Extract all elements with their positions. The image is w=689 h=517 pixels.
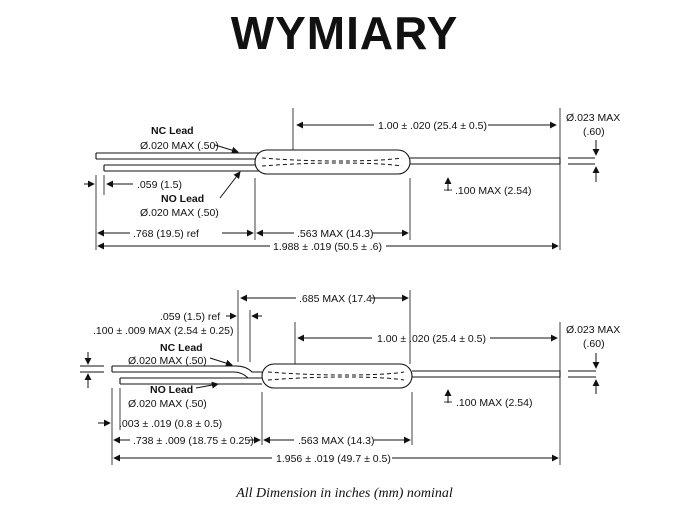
bottom-nc-dia-label: Ø.020 MAX (.50) (128, 355, 207, 367)
top-nc-lead-label: NC Lead (151, 125, 194, 137)
top-dia-line2: (.60) (583, 126, 605, 138)
bottom-drawing: .685 MAX (17.4) .059 (1.5) ref 1.00 ± .0… (80, 290, 620, 465)
top-offset-dim: .059 (1.5) (137, 179, 182, 191)
bottom-bend-offset-dim: .059 (1.5) ref (160, 311, 220, 323)
top-total-dim: 1.988 ± .019 (50.5 ± .6) (273, 241, 382, 253)
footer-note: All Dimension in inches (mm) nominal (236, 486, 453, 501)
bottom-no-lead-label: NO Lead (150, 384, 193, 396)
top-no-lead-label: NO Lead (161, 193, 204, 205)
bottom-cap-pos-dim: .685 MAX (17.4) (299, 293, 375, 305)
page-title: WYMIARY (230, 7, 459, 59)
top-nc-dia-label: Ø.020 MAX (.50) (140, 140, 219, 152)
bottom-nc-lead-label: NC Lead (160, 342, 203, 354)
bottom-lead-left-dim: .738 ± .009 (18.75 ± 0.25) (133, 435, 254, 447)
bottom-dia-line1: Ø.023 MAX (566, 324, 620, 336)
top-drawing: 1.00 ± .020 (25.4 ± 0.5) Ø.023 MAX (.60)… (84, 108, 620, 253)
top-capsule-len-dim: .563 MAX (14.3) (297, 228, 373, 240)
bottom-no-dia-label: Ø.020 MAX (.50) (128, 398, 207, 410)
top-lead-left-dim: .768 (19.5) ref (133, 228, 199, 240)
top-lead-right-dim: 1.00 ± .020 (25.4 ± 0.5) (378, 120, 487, 132)
top-dia-line1: Ø.023 MAX (566, 112, 620, 124)
top-spacing-dim: .100 MAX (2.54) (455, 185, 531, 197)
top-glass-capsule (254, 149, 411, 175)
bottom-glass-capsule (261, 363, 413, 389)
top-no-dia-label: Ø.020 MAX (.50) (140, 207, 219, 219)
bottom-gap-dim: .003 ± .019 (0.8 ± 0.5) (119, 418, 222, 430)
bottom-spacing-dim: .100 MAX (2.54) (456, 397, 532, 409)
bottom-total-dim: 1.956 ± .019 (49.7 ± 0.5) (276, 453, 391, 465)
bottom-capsule-len-dim: .563 MAX (14.3) (298, 435, 374, 447)
bottom-lead-right-dim: 1.00 ± .020 (25.4 ± 0.5) (377, 333, 486, 345)
bottom-left-spacing-dim: .100 ± .009 MAX (2.54 ± 0.25) (93, 325, 234, 337)
bottom-nc-lead-wire (112, 365, 262, 373)
bottom-dia-line2: (.60) (583, 338, 605, 350)
